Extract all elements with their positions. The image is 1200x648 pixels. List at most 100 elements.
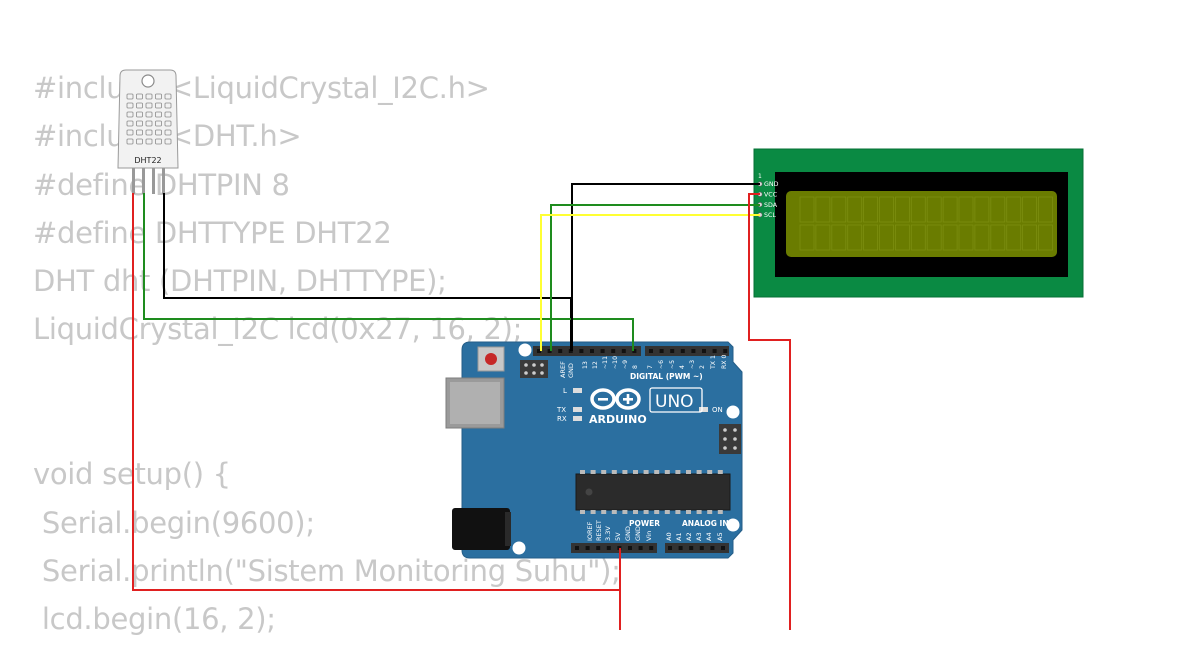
arduino-logo-text: ARDUINO (589, 413, 647, 426)
lcd-char-cell (863, 224, 878, 251)
chip-pin (580, 470, 585, 474)
pin-hole (689, 546, 694, 550)
code-line: Serial.begin(9600); (33, 505, 315, 540)
lcd-char-cell (831, 196, 847, 223)
dht22-vent (155, 111, 162, 118)
dht22-vent-grid (126, 93, 172, 145)
code-line: #define DHTPIN 8 (33, 167, 290, 202)
mount-hole-4 (512, 541, 526, 555)
pin-hole (628, 546, 632, 550)
wire-lcd-scl[interactable] (540, 214, 760, 351)
dc-jack-lip (505, 512, 511, 546)
uno-badge (649, 387, 703, 413)
dht22-label: DHT22 (134, 156, 161, 165)
power-pin-label: GND (624, 526, 632, 541)
lcd-char-cell (815, 224, 831, 251)
chip-pin (664, 470, 670, 474)
usb-connector-inner (450, 382, 500, 424)
lcd-char-cell (926, 196, 942, 223)
power-pin-label: GND (634, 526, 642, 541)
led-tx-label: TX (556, 406, 566, 414)
lcd-pin-label: VCC (764, 192, 778, 199)
digital-header-left[interactable] (533, 346, 641, 356)
chip-pin (611, 470, 617, 474)
lcd-char-cell (958, 224, 974, 251)
lcd-char-cell (847, 196, 863, 223)
icsp-header-right (719, 424, 741, 454)
dht22-vent (145, 129, 153, 136)
pin-hole (721, 546, 725, 550)
lcd-char-cell (990, 196, 1006, 223)
wire-lcd-vcc[interactable] (748, 193, 791, 630)
wire-dht-vcc[interactable] (132, 193, 621, 591)
dht22-pin-gnd (162, 168, 165, 194)
digital-pin-label: TX 1 (710, 355, 717, 370)
dht22-vent (155, 129, 162, 136)
lcd-char-cell (910, 196, 926, 223)
power-pin-label: IOREF (586, 521, 594, 541)
chip-pin (633, 510, 638, 514)
chip-pin (654, 510, 660, 514)
analog-label: ANALOG IN (682, 519, 729, 528)
lcd-char-cell (974, 196, 990, 223)
chip-pin (601, 510, 607, 514)
lcd-char-cell (815, 196, 831, 223)
lcd-char-cell (895, 224, 910, 251)
analog-pin-label: A1 (675, 532, 683, 541)
dht22-vent (136, 129, 143, 136)
arduino-infinity-logo-icon (590, 388, 641, 410)
chip-pin (601, 470, 607, 474)
analog-pin-label: A2 (685, 532, 693, 541)
pin-hole (621, 349, 626, 353)
power-header[interactable] (571, 543, 657, 553)
led-tx (573, 407, 582, 412)
dht22-pin-nc (152, 168, 155, 194)
pin-hole (579, 349, 584, 353)
pin-hole (670, 349, 675, 353)
pin-hole (638, 546, 643, 550)
pin-hole (558, 349, 563, 353)
digital-pin-label: 8 (632, 365, 639, 369)
lcd-char-cell (863, 196, 878, 223)
pin-hole (590, 349, 594, 353)
pin-hole (575, 546, 579, 550)
lcd-char-cell (942, 196, 958, 223)
lcd-pin-label: SCL (764, 212, 776, 219)
digital-label: DIGITAL (PWM ~) (630, 372, 703, 381)
chip-pin (590, 510, 596, 514)
wire-lcd-sda[interactable] (550, 204, 760, 351)
dht22-vent (136, 120, 143, 127)
digital-pin-label: ~5 (669, 360, 676, 369)
analog-pin-label: A4 (705, 532, 713, 541)
digital-pin-label: 13 (582, 361, 589, 369)
reset-button-cap[interactable] (485, 353, 497, 365)
lcd-char-cell (1006, 196, 1022, 223)
digital-pin-label: ~11 (602, 356, 609, 369)
chip-pin (611, 510, 617, 514)
dht22-pin-data (142, 168, 145, 194)
dht22-vent (164, 93, 172, 100)
lcd-char-cell (958, 196, 974, 223)
wire-lcd-gnd[interactable] (571, 183, 760, 351)
lcd-character-grid (799, 196, 1053, 251)
pin-hole (678, 546, 683, 550)
led-l (573, 388, 582, 393)
aref-label: AREF (559, 361, 567, 378)
chip-pin (675, 470, 681, 474)
dht22-sensor[interactable]: DHT22 (117, 69, 179, 194)
digital-pin-label: RX 0 (721, 354, 728, 369)
analog-pin-label: A3 (695, 532, 703, 541)
wire-dht-data[interactable] (143, 193, 634, 351)
pin-hole (596, 546, 601, 550)
chip-pin (717, 470, 723, 474)
pin-hole (699, 546, 704, 550)
code-background: #include <LiquidCrystal_I2C.h>#include <… (33, 68, 621, 648)
analog-header[interactable] (665, 543, 729, 553)
digital-header-right[interactable] (645, 346, 729, 356)
digital-pin-label: ~3 (689, 360, 696, 369)
wire-dht-gnd[interactable] (163, 193, 572, 351)
mount-hole-1 (518, 343, 532, 357)
